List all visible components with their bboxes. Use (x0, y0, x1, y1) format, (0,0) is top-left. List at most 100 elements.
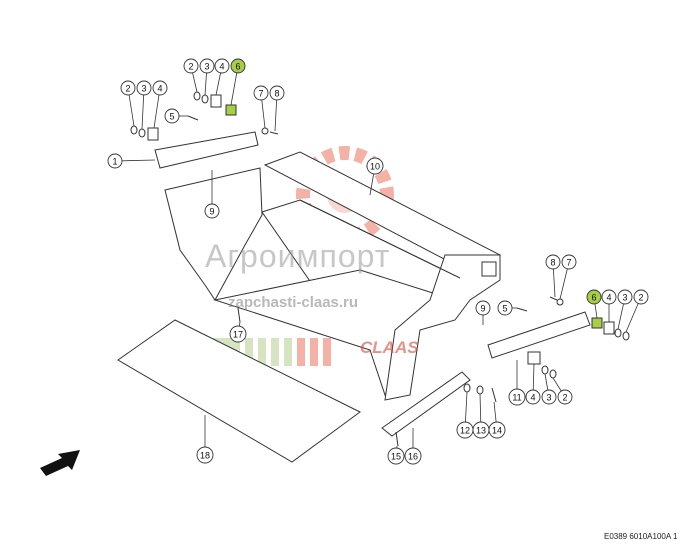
callout-bubble (136, 80, 152, 96)
callout: 14 (488, 401, 506, 439)
callout-bubble (557, 389, 573, 405)
washer (549, 369, 557, 379)
callout-bubble (269, 85, 285, 101)
callout: 13 (472, 393, 490, 439)
watermark-url: zapchasti-claas.ru (228, 294, 359, 311)
callout-bubble (214, 58, 230, 74)
callout: 2 (625, 289, 649, 333)
callout-label: 7 (258, 89, 263, 99)
screw (395, 431, 399, 447)
bolt (269, 131, 279, 135)
callout-label: 5 (169, 112, 174, 122)
callout-label: 8 (274, 89, 279, 99)
callout-label: 10 (370, 162, 380, 172)
callout-bubble (541, 389, 557, 405)
hardware (130, 91, 630, 447)
frame-right-side-plate (384, 254, 501, 401)
highlighted-bushing (591, 317, 603, 329)
callout-label: 3 (141, 84, 146, 94)
callout-bubble (183, 58, 199, 74)
callout: 9 (475, 300, 491, 325)
callout-bubble (497, 300, 513, 316)
callout-label: 3 (546, 393, 551, 403)
cover-plate (117, 319, 361, 463)
bushing (603, 321, 615, 335)
callout: 18 (196, 415, 214, 464)
callout: 5 (164, 108, 188, 124)
callout-bubble (253, 85, 269, 101)
callout-label: 17 (233, 330, 243, 340)
callout-label: 11 (512, 393, 521, 403)
callout: 4 (525, 363, 541, 405)
watermark-bar (258, 338, 266, 366)
callout: 7 (253, 85, 269, 129)
callout-label: 12 (460, 426, 470, 436)
washer (541, 365, 549, 375)
callout: 17 (229, 321, 247, 343)
callout-label: 4 (530, 393, 535, 403)
callout: 9 (204, 170, 220, 219)
callout-label: 18 (200, 451, 210, 461)
callout-label: 3 (622, 293, 627, 303)
callout-bubble (586, 289, 602, 305)
washer (261, 127, 269, 135)
washer (622, 331, 630, 341)
callout-bubble (488, 421, 506, 439)
bolt (549, 296, 558, 301)
callout-bubble (196, 446, 214, 464)
washer (463, 383, 471, 393)
screw (187, 115, 199, 121)
washer (614, 328, 622, 338)
callout-bubble (561, 254, 577, 270)
callout-label: 6 (235, 62, 240, 72)
callout: 2 (552, 377, 573, 405)
callout: 4 (152, 80, 168, 129)
washer (130, 125, 138, 135)
callout: 2 (120, 80, 136, 127)
callout-bubble (404, 447, 422, 465)
frame-bracket (481, 261, 497, 277)
callout-bubble (508, 388, 526, 406)
watermark-bar (297, 338, 305, 366)
watermark-bar (323, 338, 331, 366)
frame-assembly (164, 151, 502, 401)
callout-label: 1 (112, 157, 117, 167)
frame-left-side-plate (164, 167, 263, 301)
callout-bubble (199, 58, 215, 74)
callout-bubble (152, 80, 168, 96)
callout-bubble (107, 153, 123, 169)
bushing (210, 94, 222, 108)
callout-label: 5 (502, 304, 507, 314)
callout-label: 4 (219, 62, 224, 72)
watermark-bar (245, 338, 253, 366)
left-bracket (154, 131, 259, 169)
bushing (147, 127, 159, 141)
washer (476, 385, 484, 395)
callout: 11 (508, 360, 526, 406)
callout-label: 9 (480, 304, 485, 314)
screw (237, 307, 241, 323)
callout: 1 (107, 153, 156, 169)
callout-label: 4 (606, 293, 611, 303)
callout-label: 2 (125, 84, 130, 94)
watermark-brand: CLAAS (360, 338, 419, 357)
bushing (527, 351, 541, 365)
callout-bubble (525, 389, 541, 405)
callout: 2 (183, 58, 199, 93)
callout-label: 2 (638, 293, 643, 303)
callout-label: 3 (204, 62, 209, 72)
callout-bubble (617, 289, 633, 305)
callout-bubble (633, 289, 649, 305)
watermark-bar (271, 338, 279, 366)
callout-bubble (120, 80, 136, 96)
callout: 5 (497, 300, 517, 316)
callout: 10 (366, 157, 384, 196)
screw (516, 307, 528, 312)
callout: 8 (545, 254, 561, 298)
callout: 4 (601, 289, 617, 322)
pin (491, 387, 497, 403)
callout: 12 (456, 391, 474, 439)
callout-label: 16 (408, 452, 418, 462)
